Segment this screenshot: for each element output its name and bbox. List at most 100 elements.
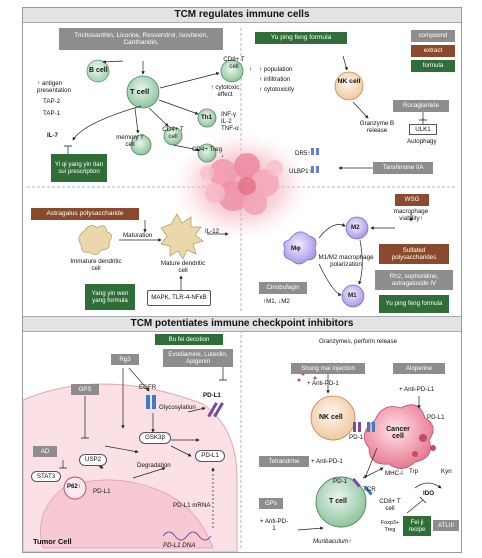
yu-ping-feng-box-2: Yu ping feng formula — [379, 295, 449, 313]
autophagy-label: Autophagy — [407, 138, 437, 145]
anti-pd1-c-label: + Anti-PD-1 — [259, 518, 289, 533]
bottom-section-header: TCM potentiates immune checkpoint inhibi… — [23, 316, 461, 332]
m1-m2-change-label: ↑M1, ↓M2 — [263, 298, 290, 305]
rh2-compounds-box: Rh2, sophoridine, astragaloside IV — [375, 270, 453, 290]
p62-vesicle-graphic — [63, 476, 87, 500]
antigen-presentation-label: ↑ antigen presentation — [37, 80, 72, 95]
aloperine-box: Aloperine — [393, 363, 445, 374]
bu-fei-decoction-box: Bu fei decotion — [155, 334, 223, 345]
pdl1-cancer-label: PD-L1 — [427, 414, 445, 421]
treg-down-arrow: ↓ — [221, 152, 225, 159]
shong-mai-box: Shong mai injection — [291, 363, 365, 374]
usp2-box: USP2 — [79, 454, 107, 466]
nk-cell-label: NK cell — [337, 78, 361, 85]
cd4-treg-label: CD4+ Treg — [191, 146, 223, 153]
t-cell-label: T cell — [130, 87, 150, 96]
mature-dc-label: Mature dendritic cell — [160, 260, 206, 275]
tap1-label: TAP-1 — [43, 110, 61, 117]
gps-left-box: GPS — [71, 384, 99, 395]
kyn-label: Kyn — [441, 468, 452, 475]
t-cell-bottom-graphic — [315, 476, 367, 528]
cd4-treg-graphic — [197, 143, 217, 163]
nk-cell-bottom-graphic — [310, 395, 356, 441]
legend-compound: compound — [411, 30, 455, 42]
wsg-box: WSG — [395, 194, 429, 206]
th1-label: Th1 — [201, 114, 213, 121]
cd8-t-cell-graphic — [220, 59, 244, 83]
pdl1-dna-label: PD-L1 DNA — [163, 542, 196, 549]
yang-yin-formula-box: Yang yin wen yang formula — [85, 284, 135, 310]
top-section-header: TCM regulates immune cells — [23, 8, 461, 23]
cancer-cell-label: Cancer cell — [386, 426, 410, 441]
nk-cytotoxicity-label: ↑ cytotoxicity — [259, 86, 295, 93]
m1-label: M1 — [348, 292, 357, 299]
yi-qi-formula-box: Yi qi yang yin tian sui prescription — [51, 154, 107, 182]
m1-macrophage-graphic — [341, 284, 365, 308]
pd1-nk-label: PD-1 — [349, 434, 364, 441]
muribaculum-label: Muribaculum↑ — [313, 538, 352, 545]
figure-frame: TCM regulates immune cells — [22, 7, 462, 553]
evodiamine-box: Evodiamine, Luteolin, Apigenin — [163, 349, 233, 367]
nk-population-label: ↑ population — [259, 66, 293, 73]
tcm-compounds-box: Trichosanthin, Licorice, Resverstrol, Is… — [59, 28, 223, 50]
egfr-receptor-graphic — [146, 395, 156, 409]
b-cell-graphic — [86, 59, 110, 83]
stat3-box: STAT3 — [31, 471, 61, 482]
anti-pd1-a-label: + Anti-PD-1 — [307, 380, 339, 387]
pd1-t-label: PD-1 — [333, 478, 348, 485]
pdl1-mrna-label: PD-L1 mRNA — [173, 502, 211, 509]
glycosylation-label: Glycosylation — [159, 404, 196, 411]
egfr-label: EGFR — [139, 384, 157, 391]
cd8-t-cell-bottom-label: CD8+ T cell — [379, 498, 401, 513]
b-cell-label: B cell — [89, 67, 108, 74]
t-cell-graphic — [126, 75, 160, 109]
gsk3b-box: GSK3β — [139, 432, 171, 444]
trp-label: Trp — [409, 468, 419, 475]
pdl1-low-label: PD-L1 — [93, 488, 111, 495]
maturation-label: Maturation — [123, 232, 153, 239]
mphi-label: Mφ — [291, 245, 301, 252]
degradation-label: Degradation — [137, 462, 171, 469]
mature-dc-graphic — [160, 213, 204, 260]
memory-t-cell-graphic — [130, 134, 152, 156]
macrophage-graphic — [283, 231, 317, 265]
cytokines-label: INF-γ IL-2 TNF-α — [221, 111, 239, 133]
granzymes-label: Granzymes, perforin release — [318, 338, 398, 345]
tanshinone-box: Tanshinone IIA — [373, 162, 433, 174]
anti-pd1-b-label: + Anti-PD-1 — [311, 458, 343, 465]
cinobufagin-box: Cinobufagin — [259, 282, 307, 294]
fei-ji-recipe-box: Fei ji recipe — [403, 516, 431, 536]
p62-label: P62↑ — [67, 484, 81, 490]
dr5-label: DR5↑ — [295, 150, 311, 157]
granzyme-b-release-label: Granzyme B release — [359, 120, 395, 135]
nucleus-graphic — [40, 479, 214, 549]
th1-cell-graphic — [197, 108, 217, 128]
t-cell-bottom-label: T cell — [329, 498, 347, 505]
cd8-up-arrow: ↑ — [249, 66, 253, 73]
diagram-graphics — [23, 28, 457, 552]
legend-extract: extract — [411, 45, 455, 57]
nk-infiltration-label: ↑ infiltration — [259, 76, 291, 83]
immature-dc-label: Immature dendritic cell — [70, 258, 122, 273]
tumor-cell-label: Tumor Cell — [33, 537, 72, 546]
nk-cell-graphic — [334, 71, 364, 101]
sulfated-polysaccharides-box: Sulfated polysaccharides — [379, 244, 449, 264]
macrophage-viability-label: macrophage viability↑ — [393, 208, 429, 223]
tap2-label: TAP-2 — [43, 98, 61, 105]
mhc-label: MHC-I — [385, 470, 403, 477]
immature-dc-graphic — [78, 225, 112, 255]
rocaglamide-box: Rocaglamide — [393, 100, 449, 112]
m2-macrophage-graphic — [345, 216, 369, 240]
mapk-pathway-box: MAPK, TLR-4-NFκB — [147, 290, 211, 306]
tcr-label: TCR — [363, 486, 376, 493]
il7-label: IL-7 — [47, 132, 59, 139]
nk-cell-bottom-label: NK cell — [319, 414, 343, 421]
cytotoxic-effect-label: ↑ cytotoxic effect — [210, 84, 240, 99]
yu-ping-feng-box-1: Yu ping feng formula — [255, 32, 347, 44]
cd8-t-cell-label: CD8+ T cell — [223, 56, 245, 71]
dna-graphic — [162, 531, 212, 541]
ulk1-box: ULK1 — [409, 124, 437, 135]
ad-box: AD — [33, 446, 57, 457]
ido-label: IDO — [423, 490, 435, 497]
gps-right-box: GPs — [259, 498, 283, 509]
